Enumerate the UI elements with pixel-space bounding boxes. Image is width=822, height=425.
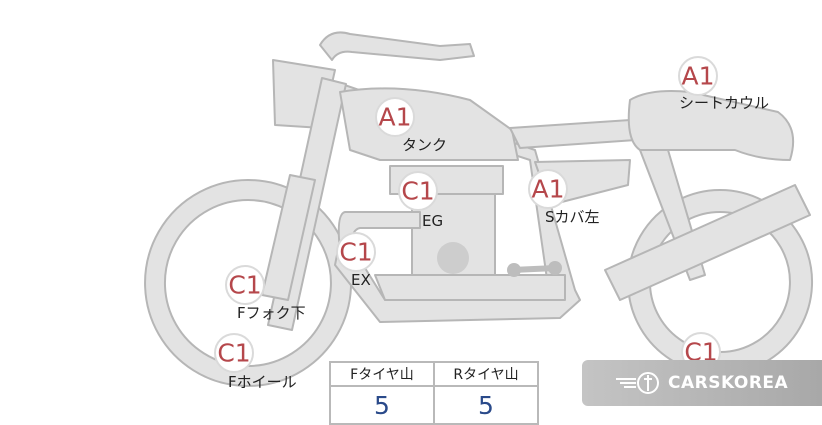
marker-circle xyxy=(528,169,568,209)
rear-tire-header: Rタイヤ山 xyxy=(433,361,539,387)
brand-name: CARSKOREA xyxy=(668,373,789,393)
front-tire-value: 5 xyxy=(329,385,435,425)
marker-circle xyxy=(225,265,265,305)
muffler-shape xyxy=(604,184,811,301)
marker-label: タンク xyxy=(402,136,447,154)
marker-circle xyxy=(336,232,376,272)
marker-tank: A1 タンク xyxy=(375,97,447,154)
marker-grade: A1 xyxy=(681,62,714,91)
footpeg-left xyxy=(507,263,521,277)
front-tire-header: Fタイヤ山 xyxy=(329,361,435,387)
marker-grade: C1 xyxy=(217,339,250,368)
marker-label: シートカウル xyxy=(679,94,769,112)
marker-grade: C1 xyxy=(401,177,434,206)
engine-cover-shape xyxy=(437,242,469,274)
tire-tread-table: Fタイヤ山 Rタイヤ山 5 5 xyxy=(329,361,539,425)
marker-label: Fフォク下 xyxy=(237,304,306,322)
marker-label: EG xyxy=(422,212,443,230)
marker-circle xyxy=(398,171,438,211)
marker-grade: A1 xyxy=(531,175,564,204)
handlebar-shape xyxy=(319,31,475,61)
marker-grade: C1 xyxy=(339,238,372,267)
exhaust-pipe-shape xyxy=(374,274,566,301)
marker-label: EX xyxy=(351,271,371,289)
brand-logo-icon xyxy=(616,372,659,394)
marker-grade: A1 xyxy=(378,103,411,132)
marker-circle xyxy=(678,56,718,96)
marker-grade: C1 xyxy=(228,271,261,300)
seat-cowl-shape xyxy=(627,90,794,161)
marker-circle xyxy=(214,333,254,373)
marker-circle xyxy=(375,97,415,137)
front-fork-lower-shape xyxy=(261,174,316,301)
brand-badge: CARSKOREA xyxy=(582,360,822,406)
marker-seat-cowl: A1 シートカウル xyxy=(678,56,769,112)
rear-tire-value: 5 xyxy=(433,385,539,425)
marker-label: Sカバ左 xyxy=(545,208,600,226)
footpeg-right xyxy=(548,261,562,275)
marker-label: Fホイール xyxy=(228,373,297,391)
